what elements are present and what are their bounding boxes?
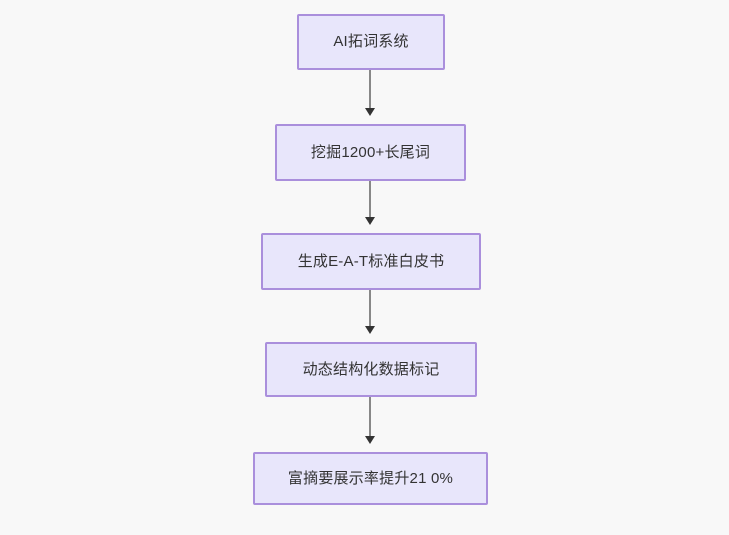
flow-node-label: 挖掘1200+长尾词	[310, 143, 431, 161]
flow-node-rich-snippet-impression-lift[interactable]: 富摘要展示率提升21 0%	[253, 452, 488, 505]
flow-node-label: AI拓词系统	[333, 33, 409, 50]
flow-node-ai-keyword-system[interactable]: AI拓词系统	[297, 14, 445, 70]
flow-node-label: 生成E-A-T标准白皮书	[297, 252, 445, 270]
flow-edge-n2-n3	[369, 181, 371, 218]
arrowhead-icon	[365, 108, 375, 116]
flow-node-label: 动态结构化数据标记	[302, 360, 440, 378]
flow-node-generate-eat-whitepaper[interactable]: 生成E-A-T标准白皮书	[261, 233, 481, 290]
flow-node-dynamic-structured-data-markup[interactable]: 动态结构化数据标记	[265, 342, 477, 397]
flow-edge-n4-n5	[369, 397, 371, 437]
flow-node-label: 富摘要展示率提升21 0%	[287, 469, 454, 487]
flow-edge-n3-n4	[369, 290, 371, 327]
flow-edge-n1-n2	[369, 70, 371, 109]
flow-node-mine-longtail-keywords[interactable]: 挖掘1200+长尾词	[275, 124, 466, 181]
arrowhead-icon	[365, 436, 375, 444]
arrowhead-icon	[365, 217, 375, 225]
arrowhead-icon	[365, 326, 375, 334]
